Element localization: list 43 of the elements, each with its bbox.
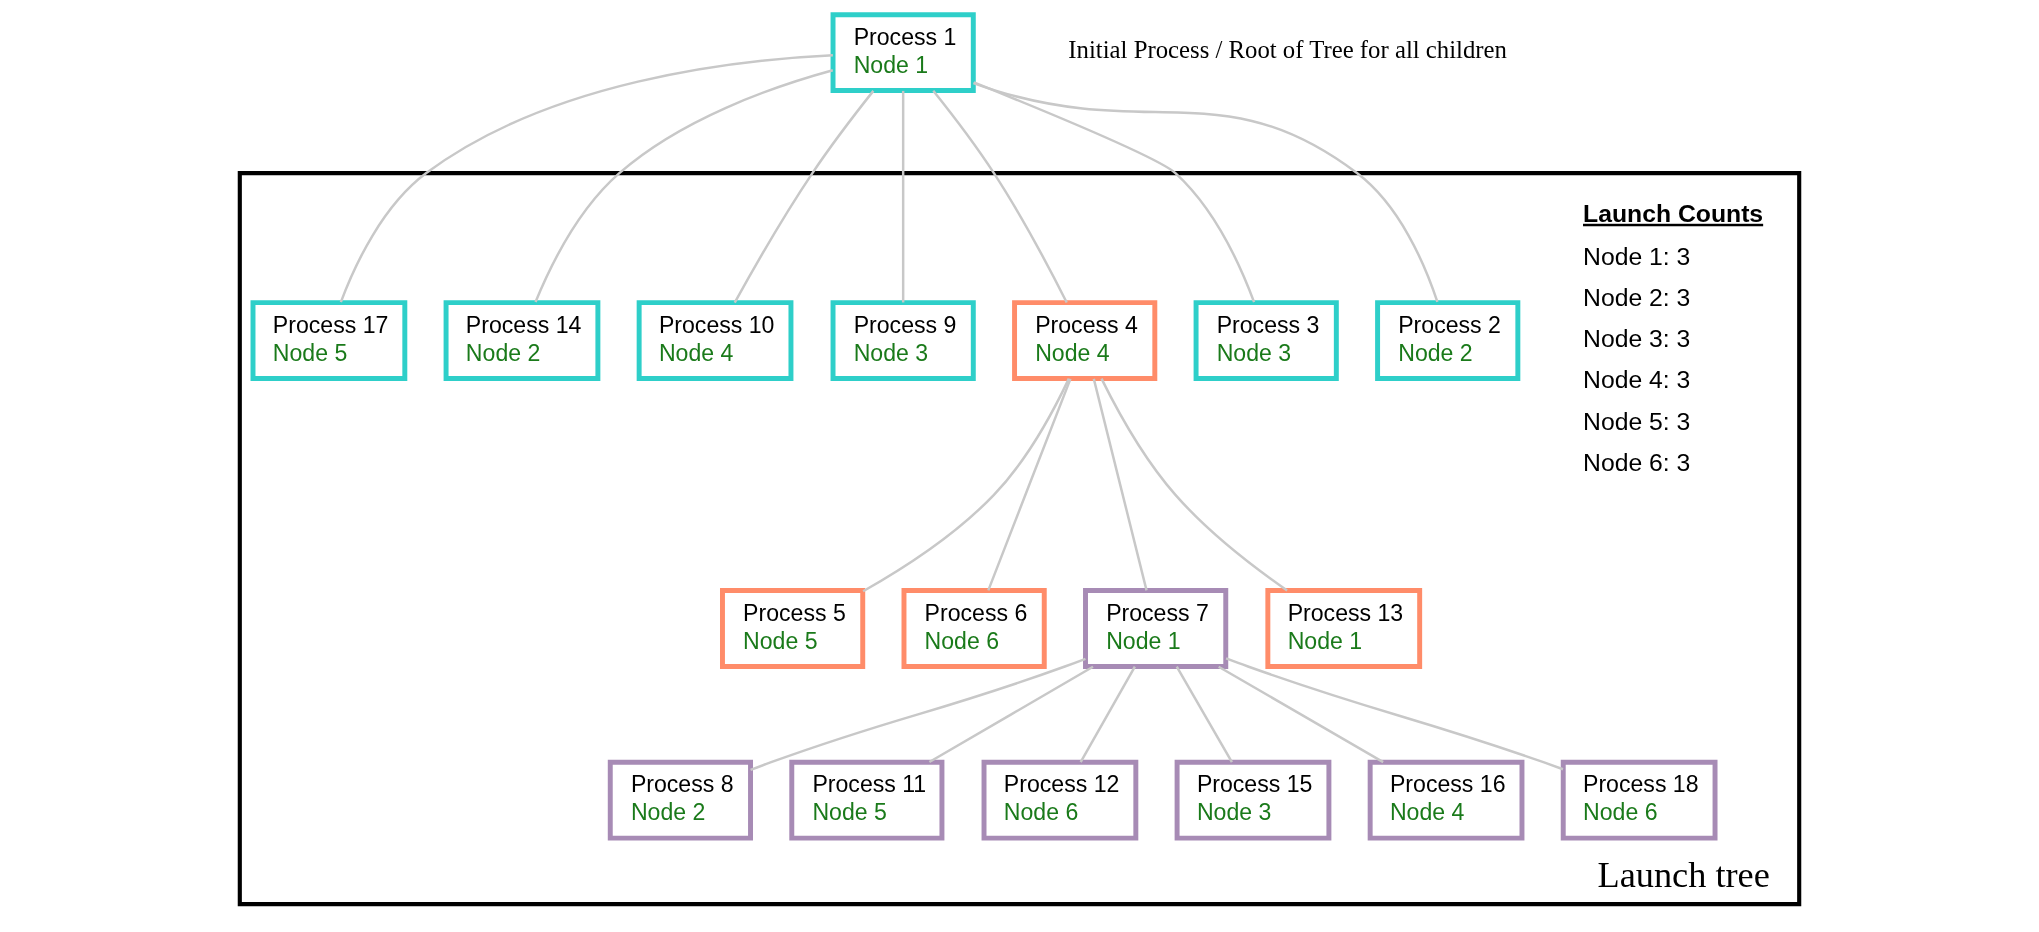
connector [1100,378,1288,592]
node-box: Process 12 Node 6 [981,759,1139,841]
label: Launch Counts [1583,199,1764,227]
node-box: Process 1 Node 1 [830,12,976,94]
connector [534,69,834,303]
node-box: Process 18 Node 6 [1560,759,1718,841]
node-box: Process 3 Node 3 [1193,300,1339,381]
connector [1218,665,1384,764]
connector [987,378,1072,591]
node-box: Process 17 Node 5 [250,300,408,381]
connector [928,665,1094,764]
node-box: Process 16 Node 4 [1367,759,1525,841]
connector [862,378,1070,593]
connector [1079,666,1136,763]
label: Node 5: 3 [1583,407,1691,435]
connector [750,657,1086,772]
connector [901,90,905,303]
node-box: Process 7 Node 1 [1083,588,1229,669]
node-box: Process 13 Node 1 [1265,588,1423,669]
node-box: Process 14 Node 2 [443,300,601,381]
node-box: Process 6 Node 6 [901,588,1047,669]
node-box: Process 9 Node 3 [830,300,976,381]
node-box: Process 10 Node 4 [636,300,794,381]
connector [973,81,1256,303]
label: Node 2: 3 [1583,283,1691,311]
connector [733,90,875,304]
label: Node 6: 3 [1583,448,1691,476]
connector [1092,378,1148,591]
node-box: Process 8 Node 2 [607,759,753,841]
node-box: Process 15 Node 3 [1174,759,1332,841]
node-box: Process 11 Node 5 [789,759,945,841]
label: Node 3: 3 [1583,325,1691,353]
connector [1225,657,1564,771]
label: Node 1: 3 [1583,242,1691,270]
connector [1175,666,1233,763]
label: Node 4: 3 [1583,366,1691,394]
node-box: Process 2 Node 2 [1375,300,1521,381]
connector [932,89,1068,303]
node-box: Process 5 Node 5 [720,588,866,669]
node-label: Initial Process / Root of Tree for all children [1068,36,1507,64]
connector [973,81,1439,303]
node-box: Process 4 Node 4 [1012,300,1158,381]
connector [339,54,833,303]
